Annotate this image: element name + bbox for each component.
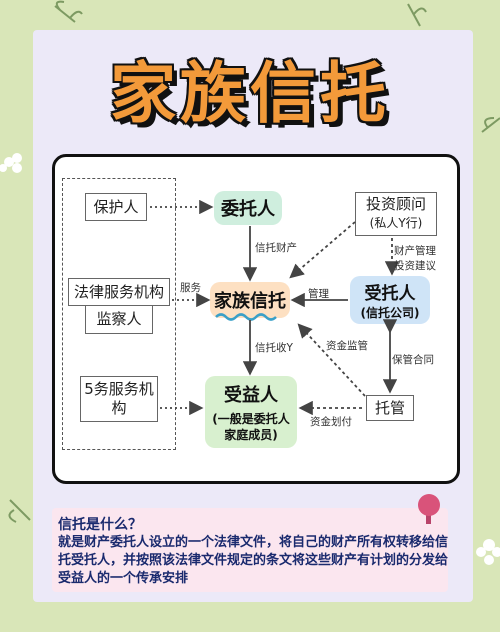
beneficiary-label: 受益人 xyxy=(224,385,278,406)
trustee-sub-label: (信托公司) xyxy=(360,306,420,320)
definition-note xyxy=(52,508,448,592)
custody-contract-label: 保管合同 xyxy=(392,354,434,366)
beneficiary-node: 受益人 (一般是委托人家庭成员) xyxy=(205,376,297,448)
family-trust-node: 家族信托 xyxy=(210,282,290,318)
custodian-node: 托管 xyxy=(366,395,414,421)
note-answer: 就是财产委托人设立的一个法律文件，将自己的财产所有权转移给信托受托人，并按照该法… xyxy=(58,535,449,586)
trust-property-label: 信托财产 xyxy=(255,242,297,254)
page-title: 家族信托 xyxy=(110,55,390,132)
flower-icon xyxy=(0,153,500,565)
trustee-label: 受托人 xyxy=(364,284,416,304)
settlor-label: 委托人 xyxy=(221,199,275,220)
family-trust-label: 家族信托 xyxy=(214,291,286,312)
advisor-node: 投资顾问 (私人Y行) xyxy=(355,192,437,236)
five-services-node: 5务服务机构 xyxy=(80,376,158,422)
advisor-sub-label: (私人Y行) xyxy=(369,216,423,230)
fund-supervision-label: 资金监管 xyxy=(326,340,368,352)
investment-advice-label: 投资建议 xyxy=(394,260,436,272)
trust-income-label: 信托收Y xyxy=(255,342,293,354)
legal-services-node: 法律服务机构 xyxy=(68,278,170,306)
beneficiary-sub-label: (一般是委托人家庭成员) xyxy=(212,412,290,442)
settlor-node: 委托人 xyxy=(214,191,282,225)
note-question: 信托是什么？ xyxy=(58,517,142,533)
protector-node: 保护人 xyxy=(85,193,147,221)
service-label: 服务 xyxy=(180,282,201,294)
leaf-icon xyxy=(8,0,500,523)
advisor-label: 投资顾问 xyxy=(365,195,426,213)
pin-stem xyxy=(426,514,431,524)
service-providers-group xyxy=(62,178,176,450)
fund-transfer-label: 资金划付 xyxy=(310,416,352,428)
manage-label: 管理 xyxy=(308,288,329,300)
pin-icon xyxy=(418,494,440,516)
property-manage-label: 财产管理 xyxy=(394,245,436,257)
trustee-node: 受托人 (信托公司) xyxy=(350,276,430,324)
supervisor-node: 监察人 xyxy=(85,306,153,334)
